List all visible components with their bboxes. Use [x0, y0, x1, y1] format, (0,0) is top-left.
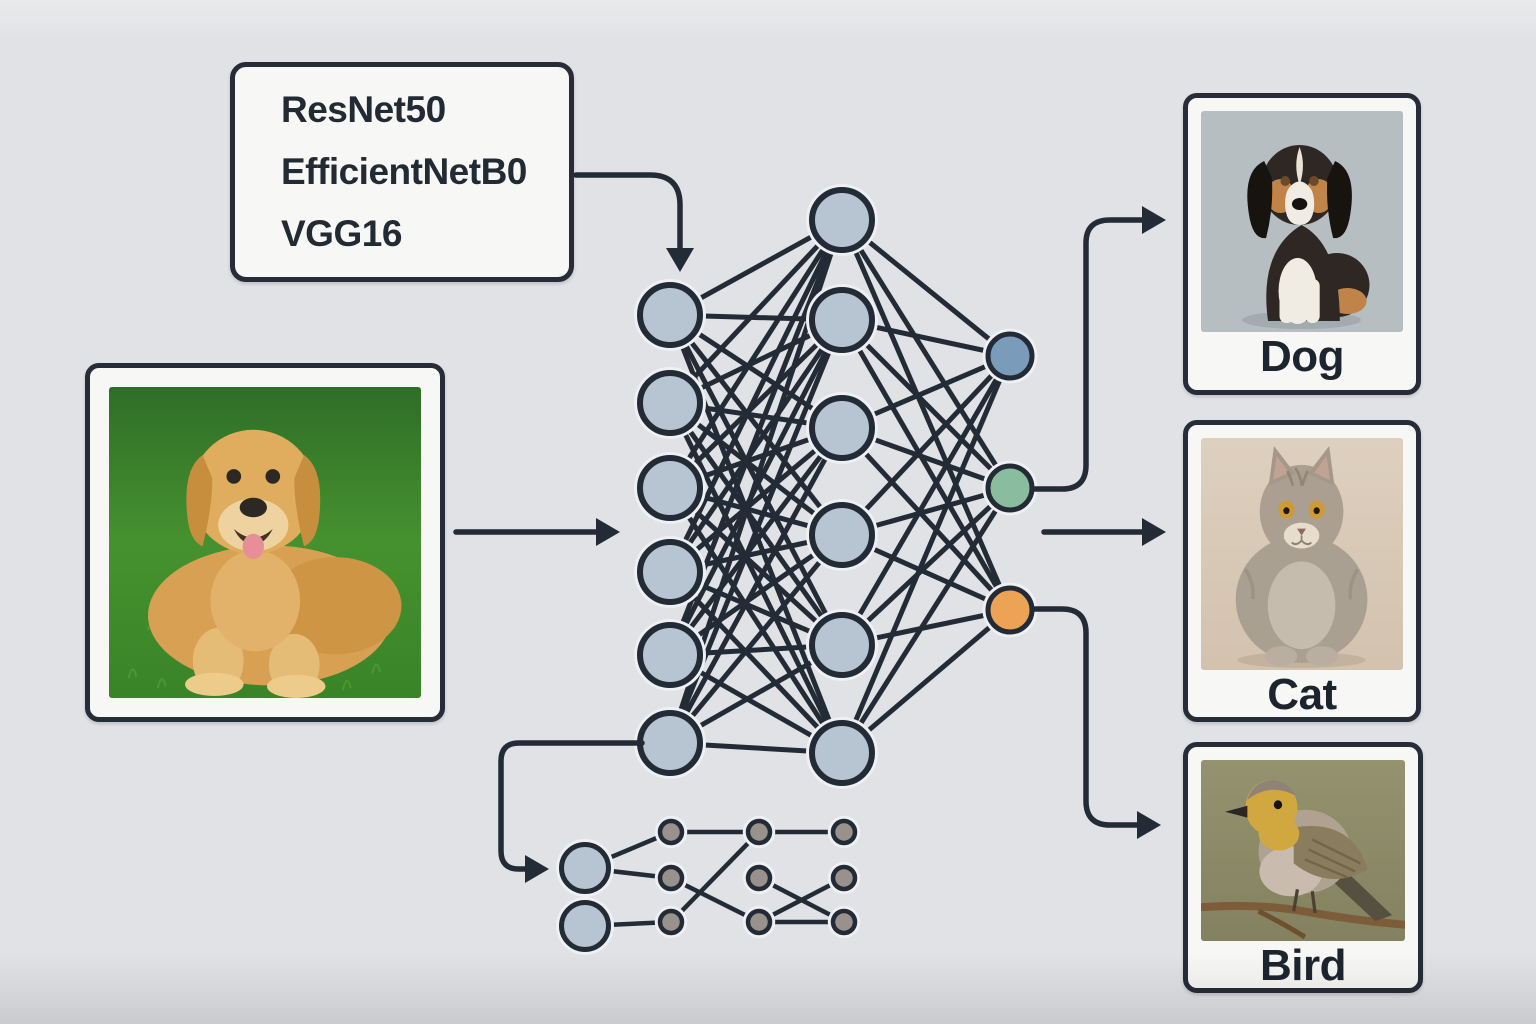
output-node-2: [982, 582, 1038, 638]
arrow-network-to-cat: [1041, 518, 1166, 546]
input-node: [634, 279, 706, 351]
input-image-card: [85, 363, 445, 722]
output-card-bird: Bird: [1183, 742, 1423, 993]
small-node: [827, 861, 861, 895]
output-card-label: Cat: [1267, 670, 1337, 719]
tabby-cat-photo: [1201, 438, 1403, 670]
output-card-dog: Dog: [1183, 93, 1421, 395]
input-node: [634, 619, 706, 691]
input-node: [634, 536, 706, 608]
input-node: [634, 707, 706, 779]
input-node: [634, 367, 706, 439]
output-node-1: [982, 460, 1038, 516]
output-node-0: [982, 328, 1038, 384]
arrow-input-to-network: [453, 518, 620, 546]
small-node: [654, 905, 688, 939]
small-node: [827, 905, 861, 939]
hidden-node: [806, 717, 878, 789]
small-node: [827, 815, 861, 849]
small-node: [654, 861, 688, 895]
output-card-label: Bird: [1260, 941, 1347, 990]
small-network-edges: [584, 829, 846, 929]
hidden-node: [806, 184, 878, 256]
bird-photo: [1201, 760, 1405, 941]
small-input-node: [556, 839, 614, 897]
arrow-network-to-dog: [1032, 206, 1166, 492]
small-node: [742, 905, 776, 939]
model-name: ResNet50: [281, 89, 446, 130]
golden-retriever-photo: [109, 387, 421, 698]
beagle-dog-photo: [1201, 111, 1403, 332]
model-name: EfficientNetB0: [281, 151, 527, 192]
hidden-node: [806, 499, 878, 571]
small-node: [742, 815, 776, 849]
small-node: [654, 815, 688, 849]
model-name: VGG16: [281, 213, 402, 254]
output-card-label: Dog: [1259, 332, 1345, 381]
hidden-node: [806, 284, 878, 356]
models-box: ResNet50 EfficientNetB0 VGG16: [230, 62, 574, 282]
hidden-node: [806, 392, 878, 464]
small-node: [742, 861, 776, 895]
hidden-node: [806, 609, 878, 681]
output-card-cat: Cat: [1183, 420, 1421, 722]
arrow-models-to-network: [573, 172, 694, 272]
small-input-node: [556, 897, 614, 955]
input-node: [634, 452, 706, 524]
arrow-network-to-bird: [1032, 606, 1161, 839]
arrow-feedback-to-small-network: [498, 740, 645, 883]
